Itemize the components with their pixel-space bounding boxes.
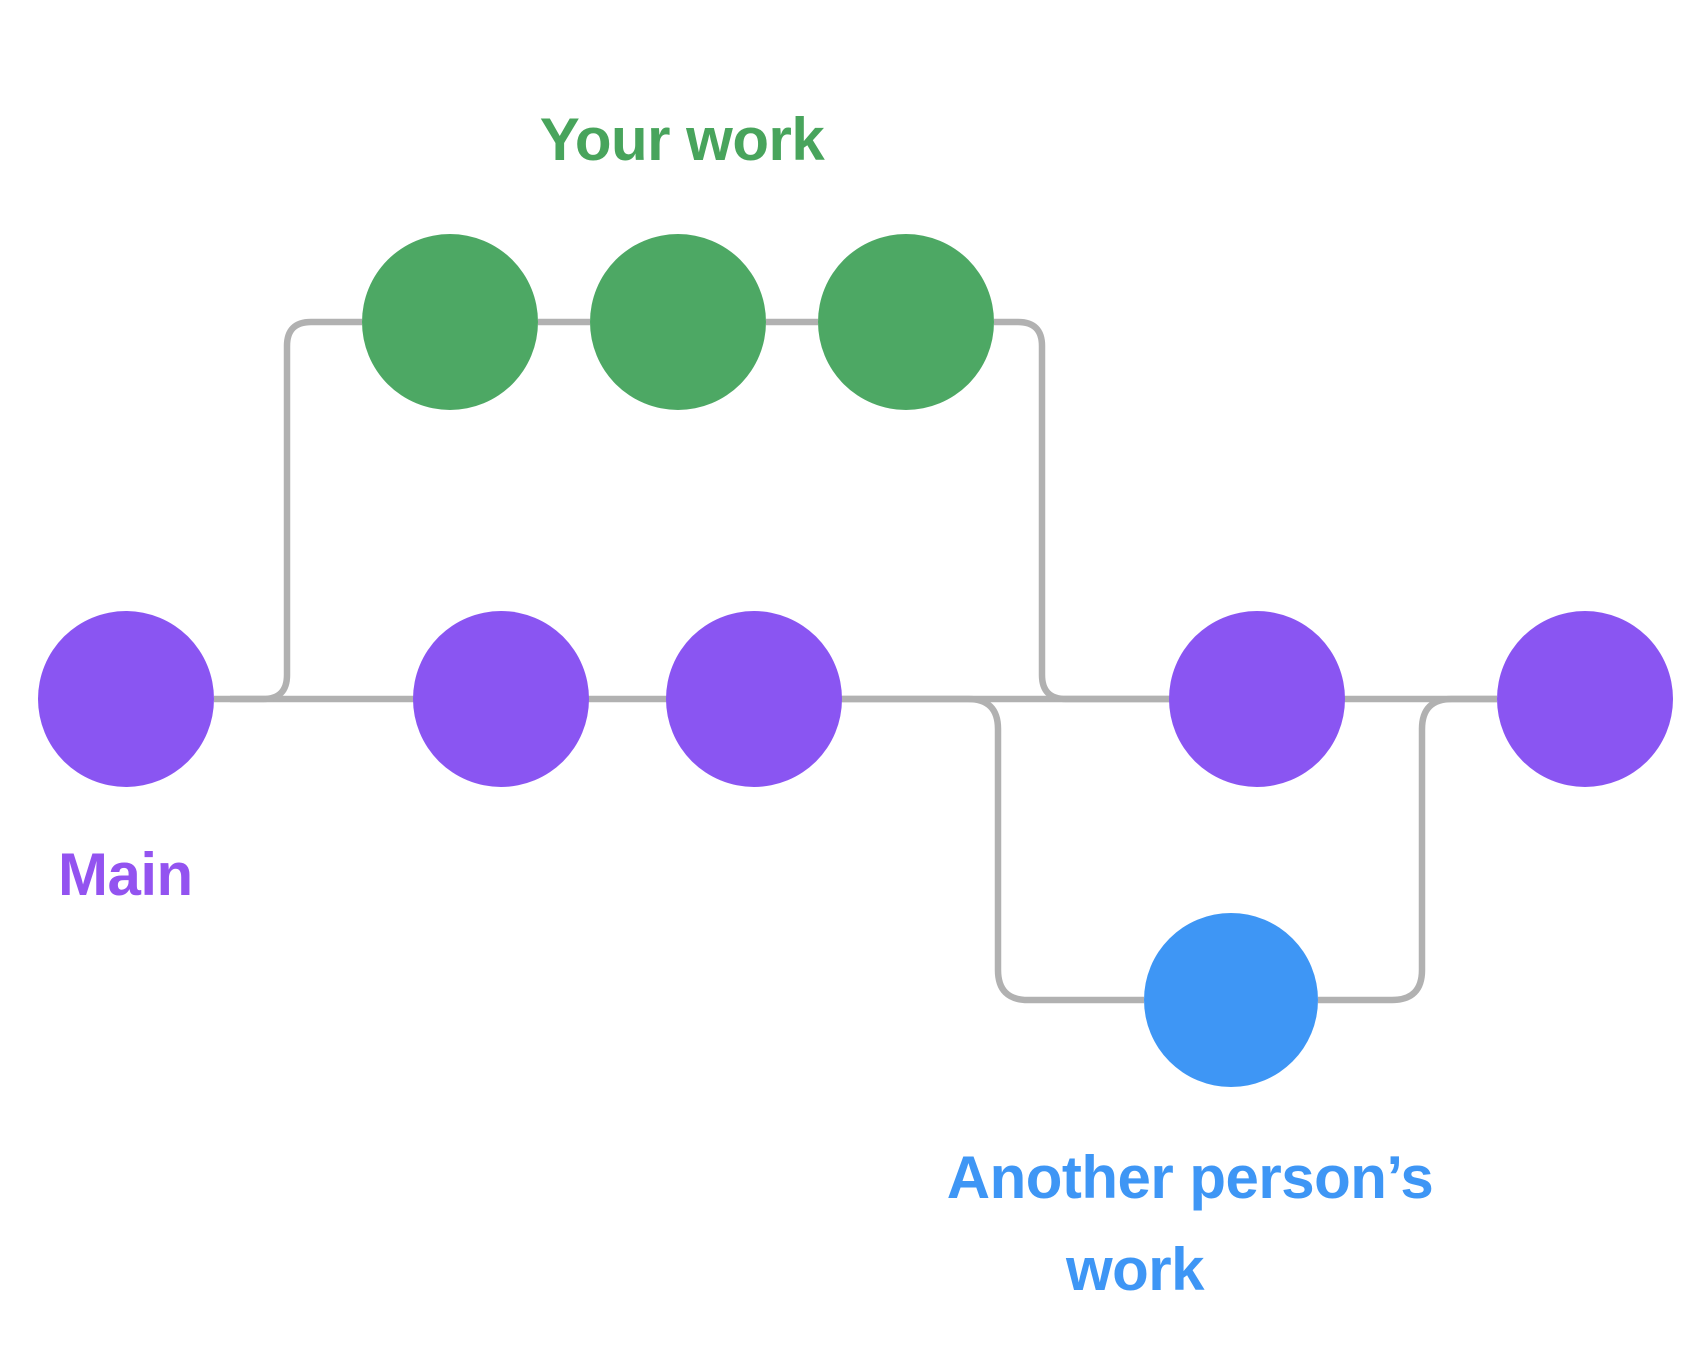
commit-node-main-1 [38,611,214,787]
commit-node-main-5 [1497,611,1673,787]
commit-node-main-4 [1169,611,1345,787]
main-branch-label: Main [58,841,193,908]
commit-node-your-work-1 [362,234,538,410]
another-person-branch-commits [1144,913,1318,1087]
your-work-branch-out-line [230,318,362,703]
another-person-branch-label-line2: work [1065,1236,1205,1303]
commit-node-main-2 [413,611,589,787]
another-person-branch-out-line [842,695,1144,1004]
another-person-branch-label-line1: Another person’s [947,1144,1434,1211]
your-work-branch-commits [362,234,994,410]
commit-node-your-work-2 [590,234,766,410]
another-person-merge-line [1318,695,1497,1004]
commit-node-main-3 [666,611,842,787]
commit-node-another-person-1 [1144,913,1318,1087]
your-work-merge-line [994,318,1170,703]
commit-node-your-work-3 [818,234,994,410]
main-branch-commits [38,611,1673,787]
your-work-branch-label: Your work [540,106,826,173]
